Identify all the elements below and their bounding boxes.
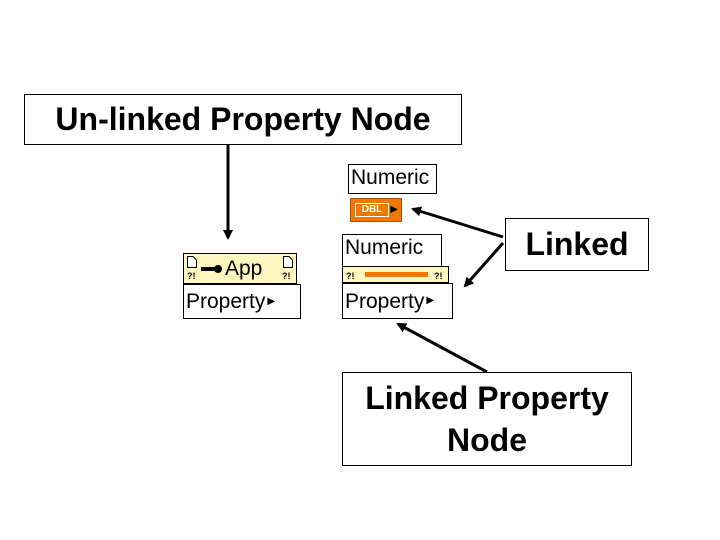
linked-node-label: Numeric bbox=[342, 234, 442, 269]
callout-unlinked-text: Un-linked Property Node bbox=[55, 101, 431, 137]
callout-linked-property-node: Linked Property Node bbox=[342, 372, 632, 466]
svg-text:?!: ?! bbox=[187, 271, 196, 280]
linked-terminal-bar bbox=[365, 272, 428, 277]
arrow-from-linked-node-label bbox=[396, 322, 488, 374]
linked-property-node[interactable]: Numeric ?! ?! Property ▶ bbox=[342, 234, 453, 319]
error-in-icon: ?! bbox=[187, 271, 196, 280]
triangle-right-icon: ▶ bbox=[426, 295, 435, 306]
linked-node-header: ?! ?! bbox=[342, 266, 449, 283]
callout-linked-node-line2: Node bbox=[446, 422, 527, 458]
unlinked-node-header: ?! App ?! bbox=[183, 253, 297, 284]
unlinked-property-node[interactable]: ?! App ?! Property ▶ bbox=[183, 253, 301, 319]
linked-node-label-text: Numeric bbox=[345, 236, 424, 259]
callout-linked: Linked bbox=[505, 218, 649, 271]
error-in-icon: ?! bbox=[346, 271, 355, 280]
triangle-right-icon: ▶ bbox=[267, 295, 276, 307]
error-out-icon: ?! bbox=[282, 271, 291, 280]
callout-linked-node-text: Linked Property Node bbox=[365, 377, 609, 461]
svg-text:?!: ?! bbox=[282, 271, 291, 280]
reference-key-icon bbox=[201, 265, 222, 273]
linked-node-property-row[interactable]: Property ▶ bbox=[342, 283, 453, 319]
svg-text:?!: ?! bbox=[434, 271, 443, 280]
unlinked-node-property-row[interactable]: Property ▶ bbox=[183, 284, 301, 319]
error-out-icon: ?! bbox=[434, 271, 443, 280]
numeric-control-label: Numeric bbox=[348, 164, 437, 194]
svg-text:?!: ?! bbox=[346, 271, 355, 280]
numeric-control-label-text: Numeric bbox=[351, 166, 430, 189]
triangle-right-icon: ▶ bbox=[390, 204, 398, 215]
unlinked-node-property-label: Property bbox=[186, 290, 266, 313]
unlinked-node-class: App bbox=[225, 257, 263, 280]
dbl-terminal-inner: DBL bbox=[355, 203, 389, 217]
document-icon bbox=[283, 256, 293, 268]
document-icon bbox=[187, 256, 197, 268]
numeric-dbl-terminal[interactable]: DBL ▶ bbox=[350, 198, 402, 222]
arrow-to-numeric-terminal bbox=[411, 206, 504, 239]
arrow-to-linked-node bbox=[463, 242, 505, 288]
dbl-terminal-text: DBL bbox=[361, 204, 383, 215]
callout-linked-node-line1: Linked Property bbox=[365, 380, 609, 416]
callout-unlinked-property-node: Un-linked Property Node bbox=[24, 94, 462, 145]
callout-linked-text: Linked bbox=[525, 226, 629, 262]
linked-node-property-label: Property bbox=[345, 289, 425, 313]
